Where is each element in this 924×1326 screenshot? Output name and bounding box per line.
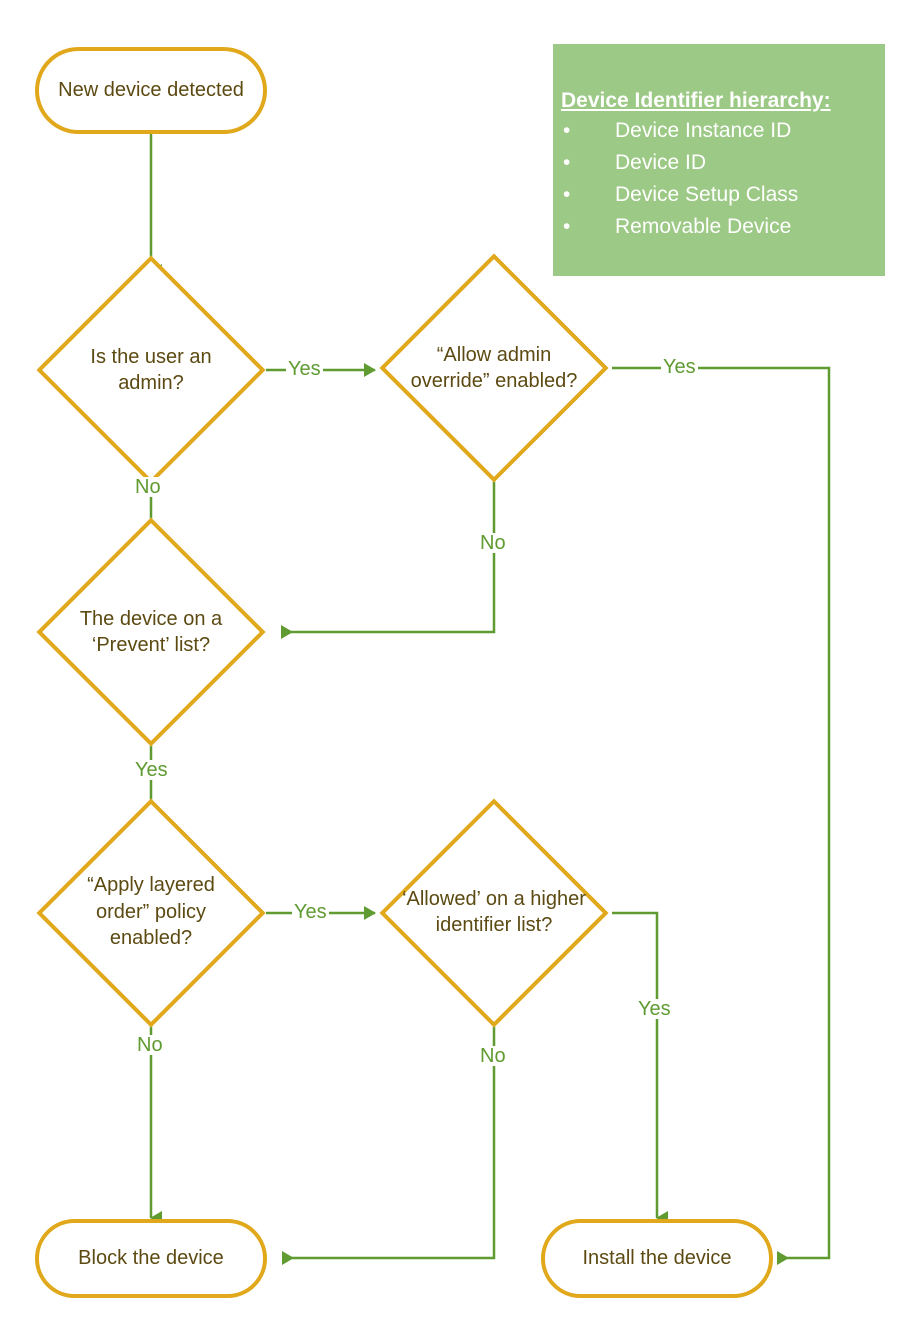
node-decision-allowed-higher-identifier-shape[interactable]	[379, 798, 609, 1028]
legend-list-item: • Device ID	[553, 147, 885, 179]
edge-label-override-no: No	[478, 532, 508, 554]
edge-override-no-to-prevent	[281, 467, 496, 639]
node-end-block-the-device[interactable]: Block the device	[35, 1219, 267, 1298]
edge-label-is-admin-no: No	[133, 476, 163, 498]
node-label: Block the device	[78, 1247, 224, 1269]
legend-item-label: Device ID	[615, 151, 707, 175]
edge-label-prevent-yes: Yes	[133, 759, 170, 781]
node-decision-allow-admin-override-shape[interactable]	[379, 253, 609, 483]
edge-override-yes-to-install	[612, 366, 831, 1265]
edge-label-layered-yes: Yes	[292, 901, 329, 923]
legend-item-label: Device Setup Class	[615, 183, 799, 206]
bullet-icon: •	[563, 151, 571, 175]
node-end-install-the-device[interactable]: Install the device	[541, 1219, 773, 1298]
legend-item-label: Removable Device	[615, 214, 792, 238]
edge-label-allowed-yes: Yes	[636, 998, 673, 1020]
legend-list: • Device Instance ID • Device ID • Devic…	[553, 115, 885, 243]
node-decision-is-admin-shape[interactable]	[36, 255, 266, 485]
edge-label-is-admin-yes: Yes	[286, 358, 323, 380]
legend-list-item: • Device Setup Class	[553, 179, 885, 211]
node-label: New device detected	[58, 79, 244, 101]
edge-label-allowed-no: No	[478, 1045, 508, 1067]
legend-device-identifier-hierarchy: Device Identifier hierarchy: • Device In…	[553, 44, 885, 276]
legend-list-item: • Device Instance ID	[553, 115, 885, 147]
edge-label-override-yes: Yes	[661, 356, 698, 378]
edge-allowed-no-to-block	[282, 1010, 496, 1265]
bullet-icon: •	[563, 214, 571, 238]
node-decision-layered-order-shape[interactable]	[36, 798, 266, 1028]
node-decision-prevent-list-shape[interactable]	[36, 517, 266, 747]
legend-list-item: • Removable Device	[553, 211, 885, 243]
edge-allowed-yes-to-install	[612, 911, 668, 1225]
node-start-new-device-detected[interactable]: New device detected	[35, 47, 267, 134]
legend-item-label: Device Instance ID	[615, 119, 792, 143]
legend-title: Device Identifier hierarchy:	[561, 89, 831, 112]
node-label: Install the device	[582, 1247, 732, 1269]
edge-label-layered-no: No	[135, 1034, 165, 1056]
bullet-icon: •	[563, 119, 571, 143]
bullet-icon: •	[563, 183, 571, 206]
